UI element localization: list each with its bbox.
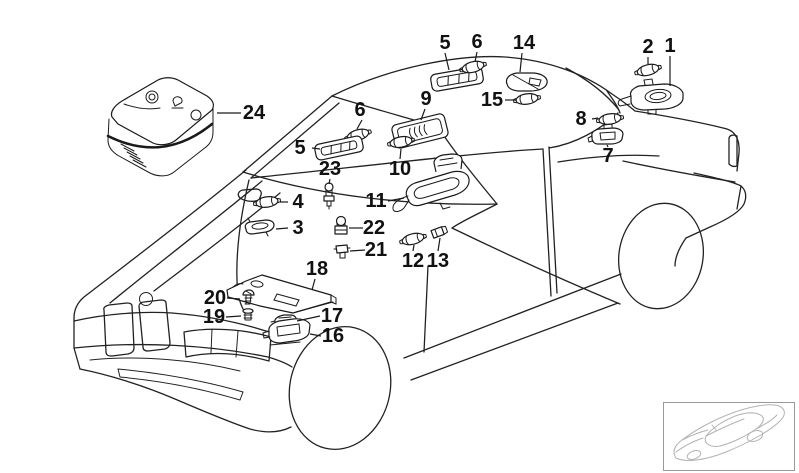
callout-leader-14 <box>519 52 523 73</box>
callout-label-19: 19 <box>203 306 225 328</box>
part-23-bulb-holder-icon <box>323 182 335 210</box>
callout-leader-5 <box>444 52 450 71</box>
callout-label-15: 15 <box>481 89 503 111</box>
callout-label-13: 13 <box>427 250 449 272</box>
callout-label-3: 3 <box>292 217 303 239</box>
callout-leader-10 <box>399 148 402 160</box>
callout-leader-17 <box>296 315 321 322</box>
callout-label-14: 14 <box>513 32 536 54</box>
callout-leader-9 <box>420 108 426 121</box>
callout-label-7: 7 <box>602 145 613 167</box>
part-3-lamp-bracket-icon <box>244 217 275 237</box>
callout-leader-12 <box>412 244 415 252</box>
callout-leader-13 <box>437 237 441 252</box>
callout-leader-3 <box>275 227 289 230</box>
callout-leader-18 <box>311 278 316 291</box>
callout-label-21: 21 <box>365 239 387 261</box>
callout-label-16: 16 <box>322 325 344 347</box>
part-1-trunk-lid-light-housing-icon <box>617 78 684 115</box>
callout-label-11: 11 <box>365 190 386 212</box>
part-21-bulb-socket-icon <box>333 244 351 259</box>
callout-leader-19 <box>225 315 242 318</box>
callout-leader-6 <box>474 51 478 63</box>
callout-label-9: 9 <box>420 88 431 110</box>
callout-label-12: 12 <box>402 250 424 272</box>
callout-label-6: 6 <box>471 31 482 53</box>
part-13-wedge-bulb-icon <box>430 225 449 239</box>
callout-label-6: 6 <box>354 99 365 121</box>
part-7-luggage-compartment-light-icon <box>587 123 624 145</box>
part-16-license-plate-light-icon <box>262 318 311 346</box>
callout-leader-16 <box>309 333 322 337</box>
callout-leader-8 <box>591 117 599 120</box>
part-5-reading-light-icon <box>314 135 364 161</box>
callout-label-22: 22 <box>363 217 385 239</box>
callout-label-17: 17 <box>321 305 343 327</box>
thumbnail-car-overview <box>663 402 795 471</box>
callout-leader-11 <box>387 197 405 202</box>
callout-label-23: 23 <box>319 158 341 180</box>
callout-label-20: 20 <box>204 287 226 309</box>
callout-label-8: 8 <box>575 108 586 130</box>
part-24-interior-light-module-icon <box>106 77 214 177</box>
callout-label-4: 4 <box>292 191 304 213</box>
callout-leader-5 <box>311 147 321 150</box>
callout-label-18: 18 <box>306 258 328 280</box>
car-body-art <box>73 55 747 451</box>
callout-label-5: 5 <box>294 137 305 159</box>
part-20-screw-icon <box>242 289 255 305</box>
callout-leader-23 <box>328 178 331 185</box>
callout-label-2: 2 <box>642 36 653 58</box>
part-2-festoon-bulb-icon <box>633 61 663 79</box>
brand-roundel-icon <box>139 292 153 306</box>
callout-leader-6 <box>356 119 363 130</box>
part-12-festoon-bulb-icon <box>398 230 428 248</box>
side-mirror <box>237 188 262 202</box>
callout-leader-7 <box>606 144 609 148</box>
callout-label-10: 10 <box>389 158 411 180</box>
callout-label-24: 24 <box>243 102 266 124</box>
part-14-roof-panel-lamp-icon <box>505 72 548 92</box>
part-15-festoon-bulb-icon <box>512 91 542 107</box>
part-19-grommet-icon <box>242 308 254 321</box>
callout-label-1: 1 <box>664 35 675 57</box>
part-18-mounting-plate-icon <box>226 274 337 314</box>
part-22-bulb-socket-with-bulb-icon <box>334 215 348 235</box>
part-4-festoon-bulb-icon <box>252 194 282 210</box>
part-11-interior-lamp-with-connector-icon <box>392 153 470 212</box>
callout-leader-20 <box>226 297 241 300</box>
callout-label-5: 5 <box>439 32 450 54</box>
callout-leader-21 <box>349 249 366 252</box>
